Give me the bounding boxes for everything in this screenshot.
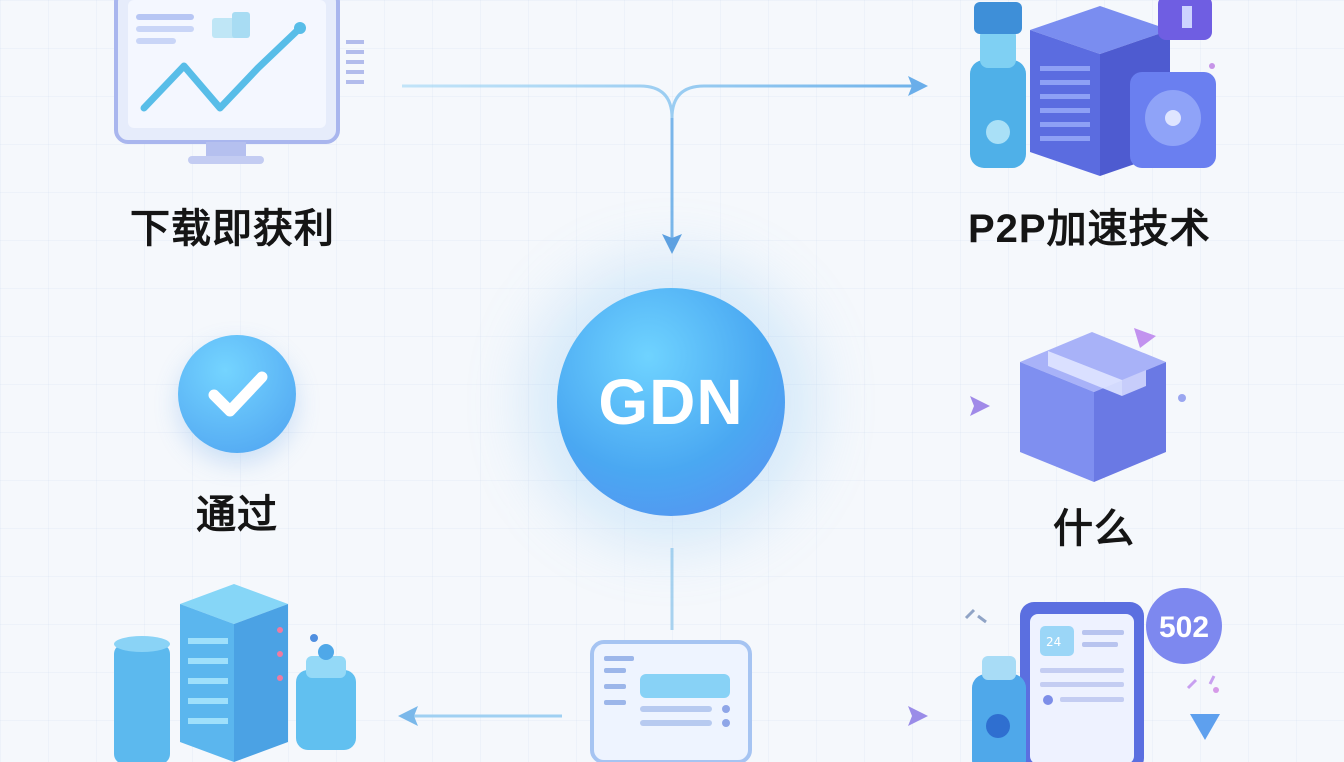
mobile-device-icon: 24 502 [964, 588, 1222, 762]
package-box-icon [1020, 328, 1186, 482]
arrowhead-bottom-right [908, 706, 928, 726]
status-badge: 502 [1159, 611, 1209, 644]
dashboard-panel-icon [590, 640, 752, 762]
connector-top [402, 84, 915, 119]
arrowhead-down [662, 234, 682, 254]
label-mid-right: 什么 [1053, 506, 1135, 552]
gdn-hub: GDN [557, 288, 785, 516]
server-cluster-icon [970, 0, 1216, 176]
label-top-right: P2P加速技术 [968, 207, 1211, 251]
server-stack-icon [114, 584, 356, 762]
svg-text:24: 24 [1046, 635, 1061, 649]
arrowhead-bottom-left [398, 706, 418, 726]
hub-label: GDN [598, 366, 744, 438]
arrowhead-mid-right [970, 396, 990, 416]
arrowhead-top-right [908, 76, 928, 96]
checkmark-circle-icon [178, 335, 296, 453]
chart-monitor-icon [114, 0, 364, 164]
label-top-left: 下载即获利 [130, 206, 335, 252]
label-mid-left: 通过 [196, 492, 278, 538]
